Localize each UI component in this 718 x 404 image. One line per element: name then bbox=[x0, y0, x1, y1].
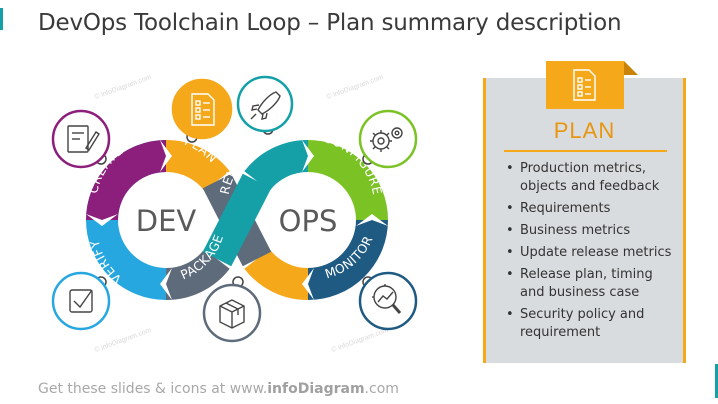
rocket-icon bbox=[250, 91, 281, 120]
panel-tab-fold bbox=[624, 61, 638, 75]
list-item: Security policy and requirement bbox=[503, 306, 681, 342]
list-item: Business metrics bbox=[503, 222, 681, 240]
magnifier-chart-icon bbox=[372, 284, 402, 314]
right-accent-bar bbox=[715, 364, 718, 398]
list-item: Release plan, timing and business case bbox=[503, 266, 681, 302]
list-item: Update release metrics bbox=[503, 244, 681, 262]
footer-credit: Get these slides & icons at www.infoDiag… bbox=[38, 381, 399, 397]
checklist-icon bbox=[191, 93, 215, 126]
verify-icon-circle[interactable] bbox=[51, 271, 111, 331]
panel-title: PLAN bbox=[553, 118, 616, 143]
monitor-segment[interactable] bbox=[307, 219, 388, 300]
panel-edge-right bbox=[683, 78, 686, 363]
panel-icon-tab bbox=[546, 61, 624, 109]
left-accent-bar bbox=[0, 8, 3, 30]
panel-bullet-list: Production metrics, objects and feedback… bbox=[503, 160, 681, 346]
slide-title: DevOps Toolchain Loop – Plan summary des… bbox=[38, 10, 622, 36]
verify-segment-lower[interactable] bbox=[86, 219, 167, 300]
arrow-notch bbox=[356, 214, 388, 226]
dev-label: DEV bbox=[136, 204, 197, 238]
plan-icon-circle[interactable] bbox=[171, 78, 233, 140]
box-icon bbox=[219, 299, 245, 329]
list-item: Production metrics, objects and feedback bbox=[503, 160, 681, 196]
footer-prefix: Get these slides & icons at www. bbox=[38, 381, 268, 397]
list-item: Requirements bbox=[503, 200, 681, 218]
package-segment[interactable] bbox=[165, 248, 230, 301]
edit-document-icon bbox=[67, 125, 100, 153]
plan-segment-lower[interactable] bbox=[244, 248, 309, 301]
configure-icon-circle[interactable] bbox=[358, 109, 418, 169]
footer-suffix: .com bbox=[364, 381, 399, 397]
checklist-icon bbox=[573, 69, 596, 101]
ops-label: OPS bbox=[279, 204, 338, 238]
arrow-notch bbox=[302, 268, 314, 300]
footer-brand: infoDiagram bbox=[267, 381, 365, 397]
release-segment[interactable] bbox=[244, 139, 309, 192]
release-icon-circle[interactable] bbox=[236, 75, 294, 133]
monitor-icon-circle[interactable] bbox=[358, 271, 418, 331]
arrow-notch bbox=[86, 214, 118, 226]
release-cross[interactable] bbox=[202, 173, 272, 267]
panel-edge-left bbox=[483, 78, 486, 363]
configure-segment[interactable] bbox=[307, 140, 388, 221]
gears-icon bbox=[370, 127, 403, 152]
create-icon-circle[interactable] bbox=[51, 109, 111, 169]
arrow-notch bbox=[302, 140, 314, 172]
arrow-notch bbox=[160, 140, 172, 172]
checkbox-icon bbox=[69, 289, 93, 313]
arrow-notch bbox=[160, 268, 172, 300]
panel-divider bbox=[504, 150, 667, 152]
create-segment[interactable] bbox=[86, 140, 167, 221]
